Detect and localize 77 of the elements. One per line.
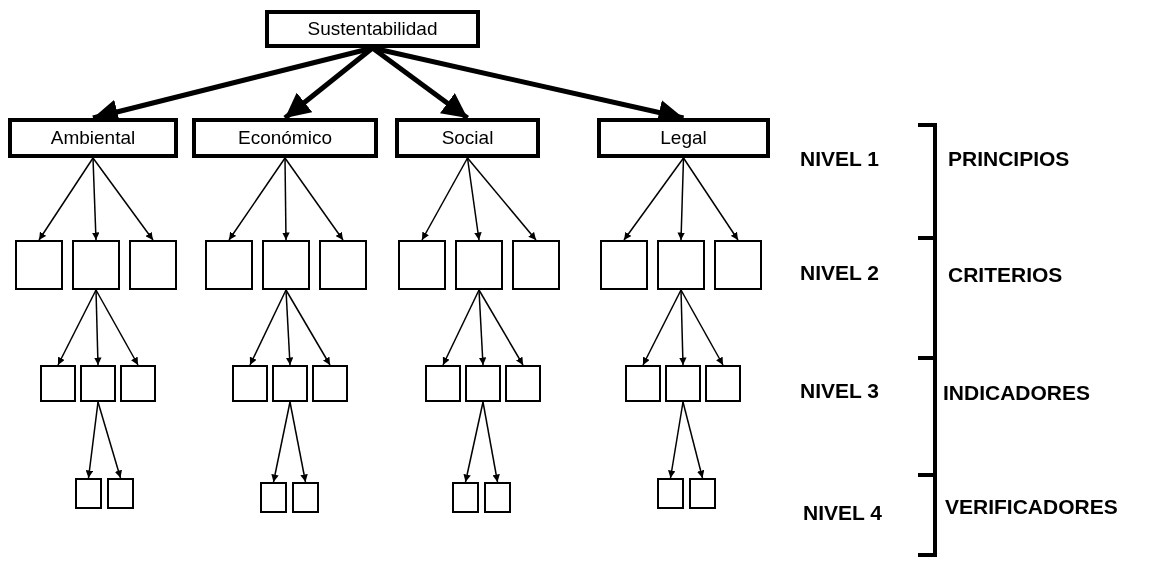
arrow <box>285 289 331 366</box>
empty-box <box>705 365 741 402</box>
empty-box <box>72 240 120 290</box>
empty-box <box>120 365 156 402</box>
arrow <box>668 401 684 479</box>
empty-box <box>292 482 319 513</box>
arrow <box>442 289 480 366</box>
arrow <box>282 157 290 241</box>
arrow <box>466 157 537 241</box>
empty-box <box>465 365 501 402</box>
category-box: Legal <box>597 118 770 158</box>
category-box: Ambiental <box>8 118 178 158</box>
arrow <box>682 401 705 479</box>
arrow <box>478 289 487 366</box>
empty-box <box>312 365 348 402</box>
empty-box <box>657 478 684 509</box>
arrow <box>249 289 287 366</box>
empty-box <box>689 478 716 509</box>
arrow <box>463 401 484 483</box>
empty-box <box>319 240 367 290</box>
empty-box <box>129 240 177 290</box>
empty-box <box>625 365 661 402</box>
empty-box <box>272 365 308 402</box>
arrow <box>94 289 102 366</box>
arrow <box>680 289 724 366</box>
empty-box <box>260 482 287 513</box>
arrow <box>642 289 682 366</box>
empty-box <box>600 240 648 290</box>
empty-box <box>657 240 705 290</box>
arrow <box>38 157 94 241</box>
empty-box <box>107 478 134 509</box>
arrow <box>92 157 100 241</box>
empty-box <box>15 240 63 290</box>
arrow <box>682 157 739 241</box>
category-box: Sustentabilidad <box>265 10 480 48</box>
arrow <box>284 157 344 241</box>
empty-box <box>80 365 116 402</box>
empty-box <box>205 240 253 290</box>
arrow <box>677 157 685 241</box>
empty-box <box>425 365 461 402</box>
arrow <box>285 289 294 366</box>
arrow <box>228 157 286 241</box>
arrow <box>478 289 524 366</box>
category-box: Social <box>395 118 540 158</box>
empty-box <box>452 482 479 513</box>
empty-box <box>232 365 268 402</box>
empty-box <box>75 478 102 509</box>
arrow <box>466 157 482 241</box>
empty-box <box>40 365 76 402</box>
arrow <box>482 401 500 483</box>
arrow <box>97 401 122 479</box>
level-name: INDICADORES <box>943 382 1090 403</box>
arrow <box>623 157 685 241</box>
level-name: PRINCIPIOS <box>948 148 1070 169</box>
level-label: NIVEL 3 <box>800 380 879 401</box>
empty-box <box>484 482 511 513</box>
arrow <box>271 401 291 483</box>
empty-box <box>398 240 446 290</box>
empty-box <box>455 240 503 290</box>
arrow <box>92 157 154 241</box>
arrow <box>57 289 97 366</box>
level-label: NIVEL 2 <box>800 262 879 283</box>
arrow <box>85 401 99 479</box>
level-label: NIVEL 4 <box>803 502 882 523</box>
empty-box <box>665 365 701 402</box>
arrow <box>95 289 139 366</box>
empty-box <box>505 365 541 402</box>
level-name: CRITERIOS <box>948 264 1063 285</box>
empty-box <box>714 240 762 290</box>
level-label: NIVEL 1 <box>800 148 879 169</box>
arrow <box>421 157 469 241</box>
level-name: VERIFICADORES <box>945 496 1118 517</box>
category-box: Económico <box>192 118 378 158</box>
empty-box <box>512 240 560 290</box>
arrow <box>289 401 308 483</box>
empty-box <box>262 240 310 290</box>
arrow <box>679 289 687 366</box>
